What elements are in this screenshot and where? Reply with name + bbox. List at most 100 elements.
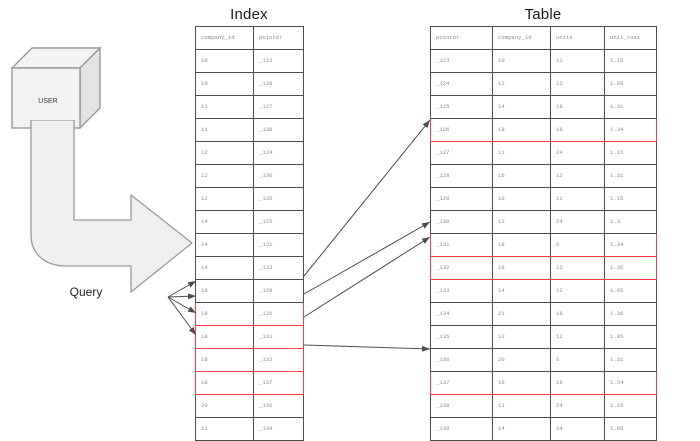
table-cell-units: 18	[550, 302, 605, 326]
cube-icon	[10, 46, 102, 130]
table-cell-company-id: 16	[492, 164, 551, 188]
table-cell-pointer: _124	[430, 72, 493, 96]
table-cell-company-id: 11	[492, 141, 551, 165]
index-cell-pointer: _129	[253, 72, 304, 96]
table-cell-pointer: _131	[430, 233, 493, 257]
table-cell-company-id: 18	[492, 118, 551, 142]
table-cell-units: 24	[550, 394, 605, 418]
table-cell-company-id: 14	[492, 417, 551, 441]
table-cell-unit-cost: 1.34	[604, 233, 657, 257]
table-cell-unit-cost: 1.15	[604, 187, 657, 211]
index-cell-pointer: _131	[253, 233, 304, 257]
table-cell-unit-cost: 1.35	[604, 256, 657, 280]
index-row: 14_125	[195, 210, 304, 234]
index-cell-company-id: 20	[195, 394, 254, 418]
table-cell-company-id: 11	[492, 394, 551, 418]
table-cell-pointer: _139	[430, 417, 493, 441]
index-row: 11_127	[195, 95, 304, 119]
table-cell-company-id: 10	[492, 187, 551, 211]
index-cell-company-id: 14	[195, 256, 254, 280]
table-header-unit-cost: unit_cost	[604, 26, 657, 50]
index-cell-company-id: 16	[195, 279, 254, 303]
table-header-pointer: pointer	[430, 26, 493, 50]
index-cell-company-id: 10	[195, 49, 254, 73]
table-cell-unit-cost: 1.95	[604, 279, 657, 303]
table-cell-company-id: 21	[492, 302, 551, 326]
table-cell-pointer: _133	[430, 279, 493, 303]
index-row: 18_132	[195, 348, 304, 372]
index-row: 14_131	[195, 233, 304, 257]
table-cell-pointer: _125	[430, 95, 493, 119]
query-block-arrow: Query	[6, 119, 206, 335]
index-cell-pointer: _135	[253, 187, 304, 211]
table-cell-company-id: 14	[492, 95, 551, 119]
index-cell-pointer: _126	[253, 302, 304, 326]
index-row: 12_130	[195, 164, 304, 188]
table-cell-unit-cost: 1.05	[604, 325, 657, 349]
table-cell-unit-cost: 1.15	[604, 394, 657, 418]
table-cell-unit-cost: 1.3	[604, 210, 657, 234]
table-header-row: pointer company_id units unit_cost	[430, 26, 657, 50]
table-cell-pointer: _126	[430, 118, 493, 142]
index-cell-company-id: 21	[195, 417, 254, 441]
index-row: 10_129	[195, 72, 304, 96]
index-cell-pointer: _125	[253, 210, 304, 234]
table-cell-company-id: 18	[492, 256, 551, 280]
table-cell-unit-cost: 1.34	[604, 118, 657, 142]
table-cell-unit-cost: 1.15	[604, 141, 657, 165]
table-cell-company-id: 20	[492, 348, 551, 372]
index-header-company-id: company_id	[195, 26, 254, 50]
table-cell-company-id: 18	[492, 371, 551, 395]
table-cell-pointer: _129	[430, 187, 493, 211]
index-title: Index	[230, 6, 268, 23]
query-label: Query	[69, 285, 103, 299]
index-cell-pointer: _131	[253, 325, 304, 349]
table-cell-unit-cost: 1.31	[604, 164, 657, 188]
index-header-pointer: pointer	[253, 26, 304, 50]
table-cell-units: 12	[550, 72, 605, 96]
index-cell-pointer: _133	[253, 256, 304, 280]
table-cell-units: 18	[550, 118, 605, 142]
index-row: 16_128	[195, 279, 304, 303]
table-cell-units: 12	[550, 187, 605, 211]
index-row: 10_123	[195, 49, 304, 73]
index-row: 20_136	[195, 394, 304, 418]
table-cell-unit-cost: 1.34	[604, 371, 657, 395]
table-cell-units: 12	[550, 256, 605, 280]
table-cell-units: 18	[550, 95, 605, 119]
index-cell-company-id: 12	[195, 164, 254, 188]
table-cell-pointer: _136	[430, 348, 493, 372]
table-cell-unit-cost: 1.05	[604, 72, 657, 96]
index-cell-pointer: _138	[253, 118, 304, 142]
index-cell-pointer: _132	[253, 348, 304, 372]
index-row: 18_131	[195, 325, 304, 349]
index-cell-pointer: _124	[253, 141, 304, 165]
table-header-company-id: company_id	[492, 26, 551, 50]
index-row: 11_138	[195, 118, 304, 142]
table-title: Table	[524, 6, 562, 23]
index-cell-pointer: _123	[253, 49, 304, 73]
index-to-table-arrows	[303, 119, 431, 352]
table-cell-unit-cost: 1.31	[604, 95, 657, 119]
index-cell-pointer: _130	[253, 164, 304, 188]
table-cell-unit-cost: 1.31	[604, 348, 657, 372]
index-cell-company-id: 12	[195, 187, 254, 211]
index-cell-pointer: _127	[253, 95, 304, 119]
table-cell-company-id: 12	[492, 325, 551, 349]
index-cell-company-id: 14	[195, 233, 254, 257]
